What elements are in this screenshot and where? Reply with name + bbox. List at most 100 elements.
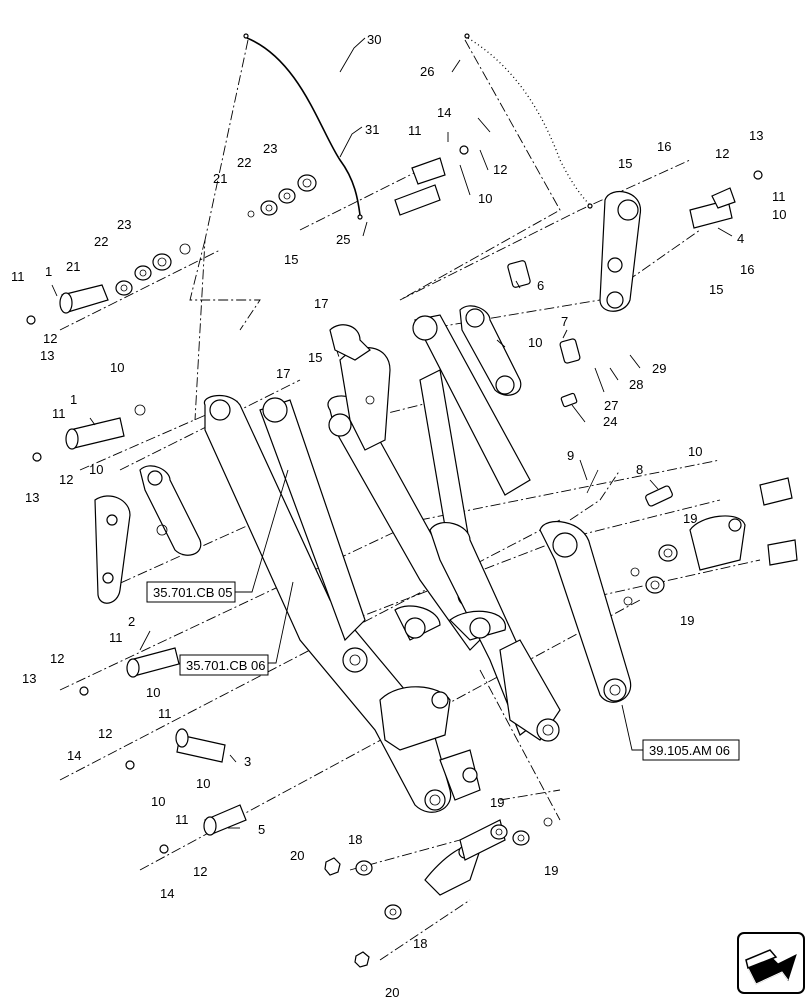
callout-10: 10 bbox=[688, 444, 702, 459]
callout-5: 5 bbox=[258, 822, 265, 837]
cable-26 bbox=[467, 37, 591, 206]
callout-13: 13 bbox=[749, 128, 763, 143]
callout-7: 7 bbox=[561, 314, 568, 329]
part-2-pin bbox=[126, 647, 180, 678]
callout-13: 13 bbox=[40, 348, 54, 363]
callout-11: 11 bbox=[772, 189, 786, 204]
callout-11: 11 bbox=[158, 706, 172, 721]
next-page-arrow-icon[interactable] bbox=[737, 932, 805, 994]
part-24-bushing bbox=[560, 392, 578, 408]
callout-10: 10 bbox=[528, 335, 542, 350]
part-3-pin bbox=[175, 728, 226, 763]
callout-11: 11 bbox=[109, 630, 123, 645]
callout-3: 3 bbox=[244, 754, 251, 769]
lower-frame-plates bbox=[379, 686, 481, 801]
callout-10: 10 bbox=[89, 462, 103, 477]
callout-19: 19 bbox=[544, 863, 558, 878]
callout-15: 15 bbox=[618, 156, 632, 171]
callout-22: 22 bbox=[237, 155, 251, 170]
part-9-spring bbox=[586, 469, 599, 494]
callout-17: 17 bbox=[276, 366, 290, 381]
callout-2: 2 bbox=[128, 614, 135, 629]
callout-30: 30 bbox=[367, 32, 381, 47]
callout-11: 11 bbox=[408, 123, 422, 138]
pin-upper-center bbox=[394, 157, 446, 216]
callout-20: 20 bbox=[290, 848, 304, 863]
callout-10: 10 bbox=[478, 191, 492, 206]
callout-19: 19 bbox=[683, 511, 697, 526]
callout-12: 12 bbox=[493, 162, 507, 177]
svg-text:35.701.CB 06: 35.701.CB 06 bbox=[186, 658, 266, 673]
callout-18: 18 bbox=[348, 832, 362, 847]
callout-11: 11 bbox=[52, 406, 66, 421]
callout-12: 12 bbox=[715, 146, 729, 161]
callout-27: 27 bbox=[604, 398, 618, 413]
callout-17: 17 bbox=[314, 296, 328, 311]
callout-14: 14 bbox=[160, 886, 174, 901]
callout-10: 10 bbox=[772, 207, 786, 222]
callout-11: 11 bbox=[11, 269, 25, 284]
callout-13: 13 bbox=[22, 671, 36, 686]
callout-16: 16 bbox=[740, 262, 754, 277]
callout-15: 15 bbox=[284, 252, 298, 267]
callout-10: 10 bbox=[151, 794, 165, 809]
callout-19: 19 bbox=[680, 613, 694, 628]
part-5-pin bbox=[203, 804, 247, 836]
svg-text:35.701.CB 05: 35.701.CB 05 bbox=[153, 585, 233, 600]
part-8-pin bbox=[645, 485, 673, 507]
callout-11: 11 bbox=[175, 812, 189, 827]
reference-box-39-105-am-06[interactable]: 39.105.AM 06 bbox=[642, 739, 740, 761]
part-10-link bbox=[459, 305, 522, 396]
callout-18: 18 bbox=[413, 936, 427, 951]
part-1-pin-lower bbox=[65, 417, 125, 450]
callout-20: 20 bbox=[385, 985, 399, 1000]
callout-10: 10 bbox=[110, 360, 124, 375]
lift-cylinder-left bbox=[259, 397, 368, 673]
callout-1: 1 bbox=[45, 264, 52, 279]
callout-23: 23 bbox=[117, 217, 131, 232]
callout-21: 21 bbox=[66, 259, 80, 274]
part-4-pin bbox=[689, 187, 736, 229]
part-6-bushing bbox=[507, 260, 531, 288]
callout-10: 10 bbox=[196, 776, 210, 791]
callout-15: 15 bbox=[308, 350, 322, 365]
callout-28: 28 bbox=[629, 377, 643, 392]
callout-14: 14 bbox=[437, 105, 451, 120]
callout-1: 1 bbox=[70, 392, 77, 407]
callout-26: 26 bbox=[420, 64, 434, 79]
callout-6: 6 bbox=[537, 278, 544, 293]
nuts bbox=[324, 857, 370, 968]
part-7-bushing bbox=[559, 338, 581, 364]
callout-19: 19 bbox=[490, 795, 504, 810]
callout-21: 21 bbox=[213, 171, 227, 186]
callout-4: 4 bbox=[737, 231, 744, 246]
reference-box-35-701-cb-06[interactable]: 35.701.CB 06 bbox=[179, 654, 269, 676]
bellcrank-upper bbox=[599, 191, 641, 312]
callout-22: 22 bbox=[94, 234, 108, 249]
part-1-pin-upper bbox=[59, 284, 109, 314]
part-callouts: 1 1 2 3 4 5 6 7 8 9 10 10 10 10 10 10 10… bbox=[11, 32, 786, 1000]
callout-12: 12 bbox=[50, 651, 64, 666]
callout-9: 9 bbox=[567, 448, 574, 463]
callout-14: 14 bbox=[67, 748, 81, 763]
callout-12: 12 bbox=[59, 472, 73, 487]
callout-12: 12 bbox=[43, 331, 57, 346]
washers bbox=[26, 145, 763, 920]
callout-25: 25 bbox=[336, 232, 350, 247]
callout-12: 12 bbox=[98, 726, 112, 741]
cable-assemblies bbox=[243, 33, 593, 220]
callout-31: 31 bbox=[365, 122, 379, 137]
reference-box-35-701-cb-05[interactable]: 35.701.CB 05 bbox=[146, 581, 236, 603]
callout-15: 15 bbox=[709, 282, 723, 297]
plates-right bbox=[689, 477, 798, 571]
callout-16: 16 bbox=[657, 139, 671, 154]
leader-lines bbox=[51, 37, 733, 829]
callout-13: 13 bbox=[25, 490, 39, 505]
svg-text:39.105.AM 06: 39.105.AM 06 bbox=[649, 743, 730, 758]
callout-24: 24 bbox=[603, 414, 617, 429]
lift-arm-right bbox=[429, 521, 561, 742]
callout-8: 8 bbox=[636, 462, 643, 477]
callout-12: 12 bbox=[193, 864, 207, 879]
lift-arm-center bbox=[327, 324, 491, 651]
